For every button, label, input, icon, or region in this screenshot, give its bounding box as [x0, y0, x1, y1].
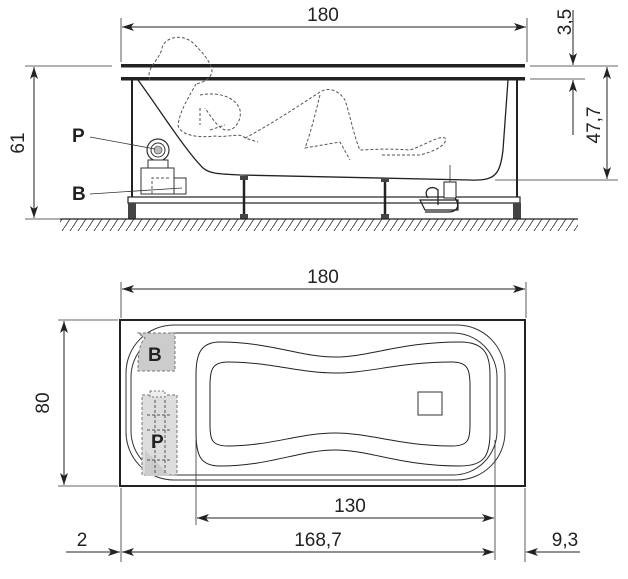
frame-bar	[127, 196, 521, 204]
overall-inner-label: 168,7	[294, 530, 342, 551]
rim-and-depth-dimensions: 3,5 47,7	[495, 9, 618, 181]
reclining-person-outline	[148, 37, 447, 161]
top-view: 180 80 B P 130	[33, 267, 580, 562]
basin-contour-outer	[195, 341, 491, 467]
side-length-label: 180	[307, 5, 339, 26]
width-label: 80	[33, 392, 54, 413]
drain-trap-icon	[419, 165, 459, 213]
tub-inner-outline	[125, 324, 506, 481]
pump-leader-line	[89, 136, 156, 150]
tub-shell	[137, 79, 509, 181]
blower-label: B	[72, 184, 86, 205]
basin-contour-inner	[209, 361, 471, 447]
top-blower-label: B	[148, 345, 162, 366]
width-dimension: 80	[33, 319, 118, 487]
inner-length-dimension: 130	[195, 440, 496, 560]
pump-position	[141, 390, 178, 476]
top-length-dimension: 180	[120, 267, 527, 318]
rim-bottom	[121, 77, 525, 81]
blower-box-icon	[140, 167, 187, 195]
blower-position	[136, 332, 176, 372]
side-view: 180	[8, 5, 618, 231]
depth-label: 47,7	[584, 107, 605, 144]
total-height-dimension: 61	[8, 65, 112, 220]
inner-length-label: 130	[334, 496, 366, 517]
top-length-label: 180	[307, 267, 339, 288]
left-offset-label: 2	[77, 530, 88, 551]
blower-leader-line	[89, 187, 183, 195]
rim-thickness-label: 3,5	[555, 9, 576, 35]
floor	[60, 218, 578, 231]
pump-icon	[146, 138, 170, 169]
side-length-dimension: 180	[120, 5, 528, 62]
right-offset-label: 9,3	[552, 530, 578, 551]
rim-top	[121, 64, 525, 68]
offset-dimensions: 2 168,7 9,3	[66, 488, 580, 562]
drain-icon	[417, 391, 443, 416]
top-pump-label: P	[151, 432, 164, 453]
total-height-label: 61	[8, 132, 29, 153]
tub-basin-outline	[130, 332, 498, 476]
adjustable-feet	[128, 176, 521, 219]
pump-label: P	[72, 126, 85, 147]
tub-rim-outline	[119, 319, 526, 487]
